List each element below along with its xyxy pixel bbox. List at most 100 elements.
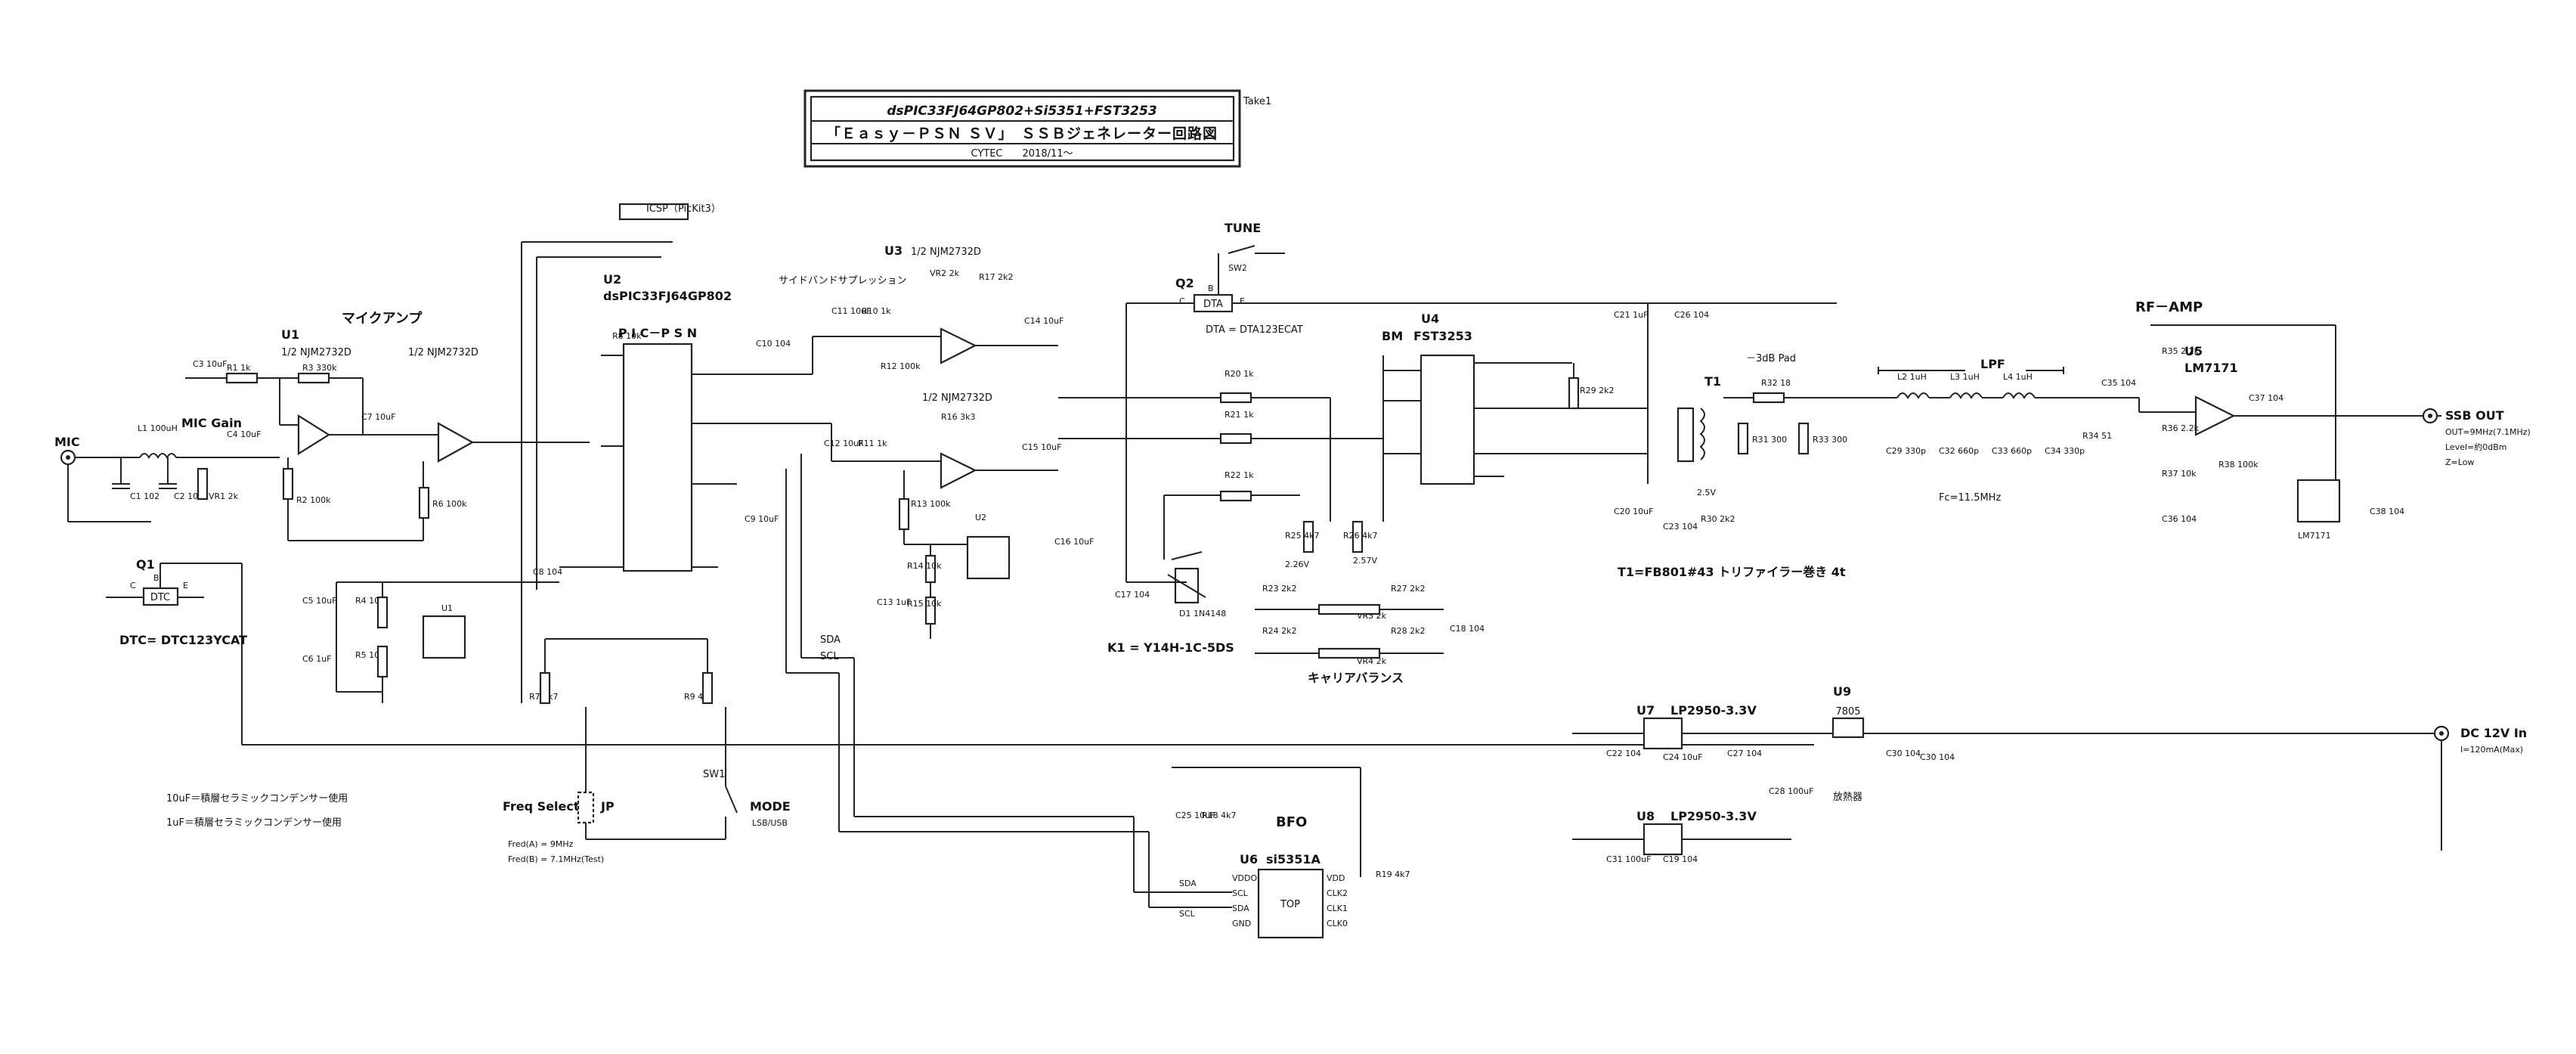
u1s-label: U1: [441, 603, 453, 613]
r23-label: R23 2k2: [1262, 584, 1297, 594]
svg-text:E: E: [1240, 296, 1245, 306]
r27-label: R27 2k2: [1391, 584, 1426, 594]
r38-label: R38 100k: [2218, 460, 2259, 470]
vr4-label: VR4 2k: [1357, 656, 1387, 666]
u5b-label: LM7171: [2298, 531, 2331, 541]
svg-text:SCL: SCL: [1232, 888, 1249, 898]
svg-text:CLK0: CLK0: [1327, 919, 1348, 928]
tune-section: TUNE SW2 DTA Q2 C E B DTA = DTA123ECAT: [1125, 221, 1837, 582]
r25-label: R25 4k7: [1285, 531, 1320, 541]
c25-label: C19 104: [1663, 854, 1698, 864]
freq-select-label: Freq Select: [503, 799, 580, 814]
r33-label: R33 300: [1813, 435, 1847, 445]
u5-rf-amp: RF－AMP U5 LM7171 C35 104 R35 2.2k R36 2.…: [2101, 299, 2423, 541]
r3-label: R3 330k: [302, 363, 337, 373]
q1-note: DTC= DTC123YCAT: [119, 633, 247, 647]
vr2-label: VR2 2k: [930, 268, 960, 278]
t1-label: T1: [1704, 374, 1721, 389]
r16-label: R16 3k3: [941, 412, 976, 422]
svg-text:GND: GND: [1232, 919, 1251, 928]
u2-part: dsPIC33FJ64GP802: [603, 289, 732, 303]
c31-label: C30 104: [1920, 752, 1955, 762]
mode-label: MODE: [750, 799, 791, 814]
r17-label: R17 2k2: [979, 272, 1014, 282]
jp-label: JP: [600, 799, 615, 814]
sw1-label: SW1: [703, 769, 725, 780]
r14-label: R14 10k: [907, 561, 942, 571]
bfo-label: BFO: [1276, 814, 1307, 830]
sideband-title: サイドバンドサプレッション: [779, 275, 907, 287]
ssb-out-label: SSB OUT: [2445, 408, 2504, 423]
svg-text:C: C: [130, 581, 136, 591]
c36-label: C36 104: [2162, 514, 2197, 524]
c10-label: C10 104: [756, 339, 791, 349]
i2c-bus: SDA SCL: [785, 454, 1150, 907]
svg-text:E: E: [183, 581, 188, 591]
c16-label: C16 10uF: [1054, 537, 1094, 547]
mixer-network: R20 1k R21 1k R22 1k R25 4k7 R26 4k7 2.2…: [1058, 355, 1485, 685]
power-supply: U7 LP2950-3.3V U8 LP2950-3.3V C22 104 C2…: [1572, 684, 2527, 864]
r13-label: R13 100k: [911, 499, 951, 509]
c29-label: C29 330p: [1886, 446, 1926, 456]
q1-transistor: DTC Q1 C E B DTC= DTC123YCAT: [106, 557, 1814, 746]
fc-label: Fc=11.5MHz: [1939, 492, 2001, 504]
u1-mic-amp: マイクアンプ U1 1/2 NJM2732D 1/2 NJM2732D R3 3…: [185, 310, 590, 541]
c12-label: C12 10uF: [824, 439, 863, 448]
lpf-label: LPF: [1980, 357, 2005, 371]
note-2: 1uF＝積層セラミックコンデンサー使用: [166, 817, 342, 829]
r1-label: R1 1k: [227, 363, 251, 373]
r18-label: C25 10uF: [1175, 811, 1215, 820]
svg-text:B: B: [153, 573, 159, 583]
c11-label: C11 10uF: [831, 306, 871, 316]
rf-amp-title: RF－AMP: [2135, 299, 2203, 315]
c1-label: C1 102: [130, 491, 159, 501]
u8-label: U8: [1636, 809, 1655, 823]
c24-label: C24 10uF: [1663, 752, 1702, 762]
d1-label: C17 104: [1115, 590, 1150, 600]
c15-label: C15 10uF: [1022, 442, 1061, 452]
c33-label: C33 660p: [1992, 446, 2032, 456]
lpf-section: LPF L2 1uH L3 1uH L4 1uH C29 330p C32 66…: [1875, 357, 2112, 504]
r21-label: R21 1k: [1225, 410, 1254, 420]
c19-label: C31 100uF: [1606, 854, 1651, 864]
vr1-label: VR1 2k: [209, 491, 239, 501]
sw2-label: SW2: [1228, 263, 1247, 273]
r6-label: R6 100k: [432, 499, 467, 509]
k1-label: D1 1N4148: [1179, 609, 1226, 618]
r11-label: R11 1k: [858, 439, 887, 448]
u1-bias-section: C5 10uF C6 1uF R4 10k R5 10K U1 C8 104: [302, 567, 562, 703]
c2-label: C2 102: [174, 491, 203, 501]
l3-label: L3 1uH: [1950, 372, 1980, 382]
c35-label: C35 104: [2101, 378, 2136, 388]
u5-part: LM7171: [2184, 361, 2238, 375]
c18-label: C18 104: [1450, 624, 1485, 634]
l4-label: L4 1uH: [2003, 372, 2033, 382]
mic-gain-label: MIC Gain: [181, 416, 242, 430]
r2-label: R2 100k: [296, 495, 331, 505]
c30-label: C30 104: [1886, 749, 1921, 758]
c37-label: C37 104: [2249, 393, 2283, 403]
c7-label: C7 10uF: [361, 412, 395, 422]
u9-label: U9: [1833, 684, 1851, 699]
freq-a-label: Fred(A) = 9MHz: [508, 839, 574, 849]
u3-part: 1/2 NJM2732D: [911, 246, 981, 258]
c23-label: C23 104: [1663, 522, 1698, 532]
note-1: 10uF＝積層セラミックコンデンサー使用: [166, 792, 348, 804]
u1-label: U1: [281, 327, 299, 342]
carrier-balance-label: キャリアバランス: [1308, 671, 1404, 685]
svg-text:VDDO: VDDO: [1232, 873, 1257, 883]
c8-label: C8 104: [533, 567, 562, 577]
u7-part: LP2950-3.3V: [1670, 703, 1757, 718]
c38-label: C38 104: [2370, 507, 2404, 516]
svg-text:VDD: VDD: [1327, 873, 1345, 883]
ssb-out-1: OUT=9MHz(7.1MHz): [2445, 427, 2531, 437]
title-line1: dsPIC33FJ64GP802+Si5351+FST3253: [887, 104, 1156, 119]
notes: 10uF＝積層セラミックコンデンサー使用 1uF＝積層セラミックコンデンサー使用: [166, 792, 348, 829]
r34-label: R34 51: [2082, 431, 2112, 441]
r35-label: R35 2.2k: [2162, 346, 2200, 356]
u5-label: U5: [2184, 344, 2203, 358]
u1-part2: 1/2 NJM2732D: [408, 347, 478, 358]
icsp-label: ICSP（PicKit3）: [646, 203, 721, 215]
c6-label: C6 1uF: [302, 654, 331, 664]
